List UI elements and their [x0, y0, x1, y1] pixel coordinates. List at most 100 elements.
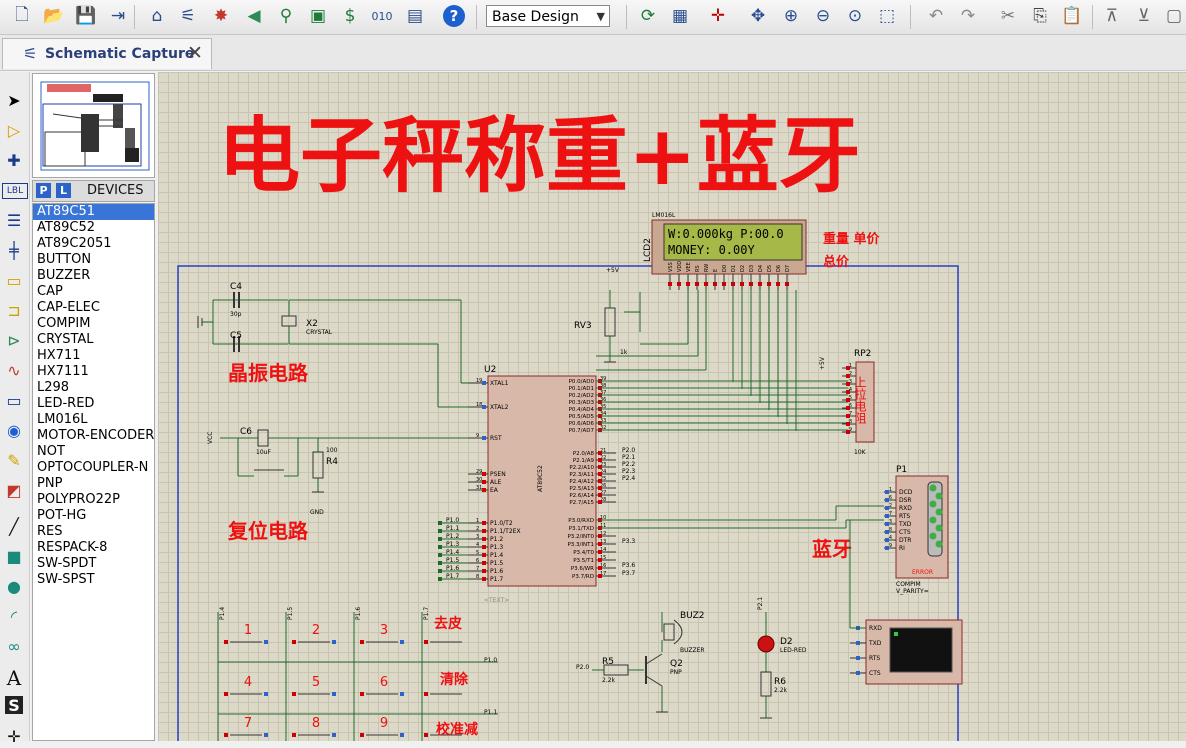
block-copy-icon[interactable]: ⊼ — [1105, 6, 1119, 26]
box-icon[interactable]: ■ — [6, 546, 22, 566]
component-mode-icon[interactable]: ▷ — [7, 120, 21, 140]
grid-icon[interactable]: ▦ — [671, 6, 689, 26]
bus-icon[interactable]: ╪ — [9, 240, 19, 260]
wire-label-icon[interactable]: LBL — [2, 183, 28, 199]
gerber-icon[interactable]: ◀ — [247, 6, 261, 26]
cut-icon[interactable]: ✂ — [1000, 6, 1016, 26]
instrument-icon[interactable]: ◩ — [6, 480, 22, 500]
device-item[interactable]: NOT — [37, 444, 65, 459]
mcu-pin-number: 31 — [476, 485, 482, 491]
help-icon[interactable]: ? — [442, 4, 466, 28]
refresh-icon[interactable]: ⟳ — [640, 6, 656, 26]
zoom-area-icon[interactable]: ⬚ — [878, 6, 896, 26]
text-script-icon[interactable]: ☰ — [6, 210, 22, 230]
junction-icon[interactable]: ✚ — [7, 150, 21, 170]
zoom-view-icon[interactable]: ⚲ — [279, 6, 293, 26]
close-icon[interactable]: ✕ — [187, 42, 203, 64]
device-item[interactable]: OPTOCOUPLER-N — [37, 460, 149, 475]
device-item[interactable]: MOTOR-ENCODER — [37, 428, 154, 443]
pan-icon[interactable]: ✥ — [750, 6, 766, 26]
subcircuit-icon[interactable]: ▭ — [6, 270, 22, 290]
device-item[interactable]: SW-SPST — [37, 572, 95, 587]
binary-icon[interactable]: 010 — [371, 9, 393, 23]
p1-junction — [438, 553, 442, 557]
zoom-out-icon[interactable]: ⊖ — [815, 6, 831, 26]
select-icon[interactable]: ➤ — [7, 90, 21, 110]
circle-icon[interactable]: ● — [7, 576, 21, 596]
overview-window[interactable] — [32, 73, 155, 178]
origin-icon[interactable]: ✛ — [710, 6, 726, 26]
save-icon[interactable]: 💾 — [75, 6, 97, 26]
block-rotate-icon[interactable]: ▢ — [1165, 6, 1183, 26]
device-item[interactable]: AT89C51 — [33, 204, 154, 220]
copy-icon[interactable]: ⎘ — [1033, 6, 1047, 26]
terminal-icon[interactable]: ⊐ — [7, 300, 21, 320]
mcu-pin-number: 39 — [600, 376, 606, 382]
paste-icon[interactable]: 📋 — [1061, 6, 1083, 26]
new-file-icon[interactable]: 🗋 — [15, 4, 29, 25]
lcd-pin-marker — [722, 282, 726, 286]
open-folder-icon[interactable]: 📂 — [43, 6, 65, 26]
mcu-pin-number: 10 — [600, 515, 606, 521]
pcb-icon[interactable]: ✸ — [213, 6, 229, 26]
generator-icon[interactable]: ◉ — [7, 420, 21, 440]
device-item[interactable]: HX7111 — [37, 364, 89, 379]
key-label: 5 — [312, 675, 320, 690]
zoom-all-icon[interactable]: ⊙ — [847, 6, 863, 26]
probe-icon[interactable]: ✎ — [7, 450, 21, 470]
tape-icon[interactable]: ▭ — [6, 390, 22, 410]
device-item[interactable]: RESPACK-8 — [37, 540, 108, 555]
device-item[interactable]: POLYPRO22P — [37, 492, 121, 507]
device-item[interactable]: BUZZER — [37, 268, 91, 283]
pick-devices-button[interactable]: P — [36, 183, 51, 198]
mcu-pin-number: 3 — [476, 534, 479, 540]
design-selector[interactable]: Base Design ▼ — [486, 5, 610, 27]
undo-icon[interactable]: ↶ — [928, 6, 944, 26]
schematic-canvas[interactable]: 电子秤称重+蓝牙 C4 30p C5 X2 CRYSTAL 晶振电路 — [158, 72, 1186, 741]
device-item[interactable]: HX711 — [37, 348, 81, 363]
bill-icon[interactable]: $ — [344, 6, 356, 26]
mcu-pin-name: P3.1/TXD — [569, 526, 594, 532]
block-move-icon[interactable]: ⊻ — [1137, 6, 1151, 26]
device-item[interactable]: CAP — [37, 284, 63, 299]
import-icon[interactable]: ⇥ — [110, 6, 126, 26]
mcu-pin-name: P0.4/AD4 — [569, 407, 595, 413]
zoom-in-icon[interactable]: ⊕ — [783, 6, 799, 26]
arc-icon[interactable]: ◜ — [10, 606, 18, 626]
device-item[interactable]: LED-RED — [37, 396, 95, 411]
line-icon[interactable]: ╱ — [9, 516, 19, 536]
symbol-icon[interactable]: S — [5, 696, 23, 715]
device-item[interactable]: COMPIM — [37, 316, 91, 331]
path-icon[interactable]: ∞ — [7, 636, 21, 656]
device-item[interactable]: RES — [37, 524, 63, 539]
lcd-pin-name: D3 — [749, 265, 755, 272]
device-item[interactable]: CAP-ELEC — [37, 300, 100, 315]
device-item[interactable]: BUTTON — [37, 252, 92, 267]
p1-pin-marker — [885, 522, 889, 526]
component-icon[interactable]: ▣ — [309, 6, 327, 26]
mcu-pin-number: 25 — [600, 476, 606, 482]
device-item[interactable]: AT89C2051 — [37, 236, 112, 251]
home-icon[interactable]: ⌂ — [151, 6, 163, 26]
device-item[interactable]: CRYSTAL — [37, 332, 94, 347]
lcd-pin-marker — [758, 282, 762, 286]
device-item[interactable]: LM016L — [37, 412, 88, 427]
pin-icon[interactable]: ⊳ — [7, 330, 21, 350]
redo-icon[interactable]: ↷ — [960, 6, 976, 26]
text-icon[interactable]: A — [6, 666, 22, 690]
device-item[interactable]: PNP — [37, 476, 63, 491]
schematic-icon[interactable]: ⚟ — [180, 6, 196, 26]
document-icon[interactable]: ▤ — [406, 6, 424, 26]
u2-label: U2 — [484, 365, 496, 375]
mcu-pin-number: 14 — [600, 547, 606, 553]
db9-pin — [929, 532, 937, 540]
device-item[interactable]: SW-SPDT — [37, 556, 97, 571]
device-item[interactable]: L298 — [37, 380, 70, 395]
library-manager-button[interactable]: L — [56, 183, 71, 198]
tab-schematic-capture[interactable]: ⚟ Schematic Capture ✕ — [2, 38, 212, 69]
device-item[interactable]: AT89C52 — [37, 220, 95, 235]
graph-icon[interactable]: ∿ — [7, 360, 21, 380]
device-item[interactable]: POT-HG — [37, 508, 87, 523]
marker-icon[interactable]: ✛ — [7, 726, 21, 746]
